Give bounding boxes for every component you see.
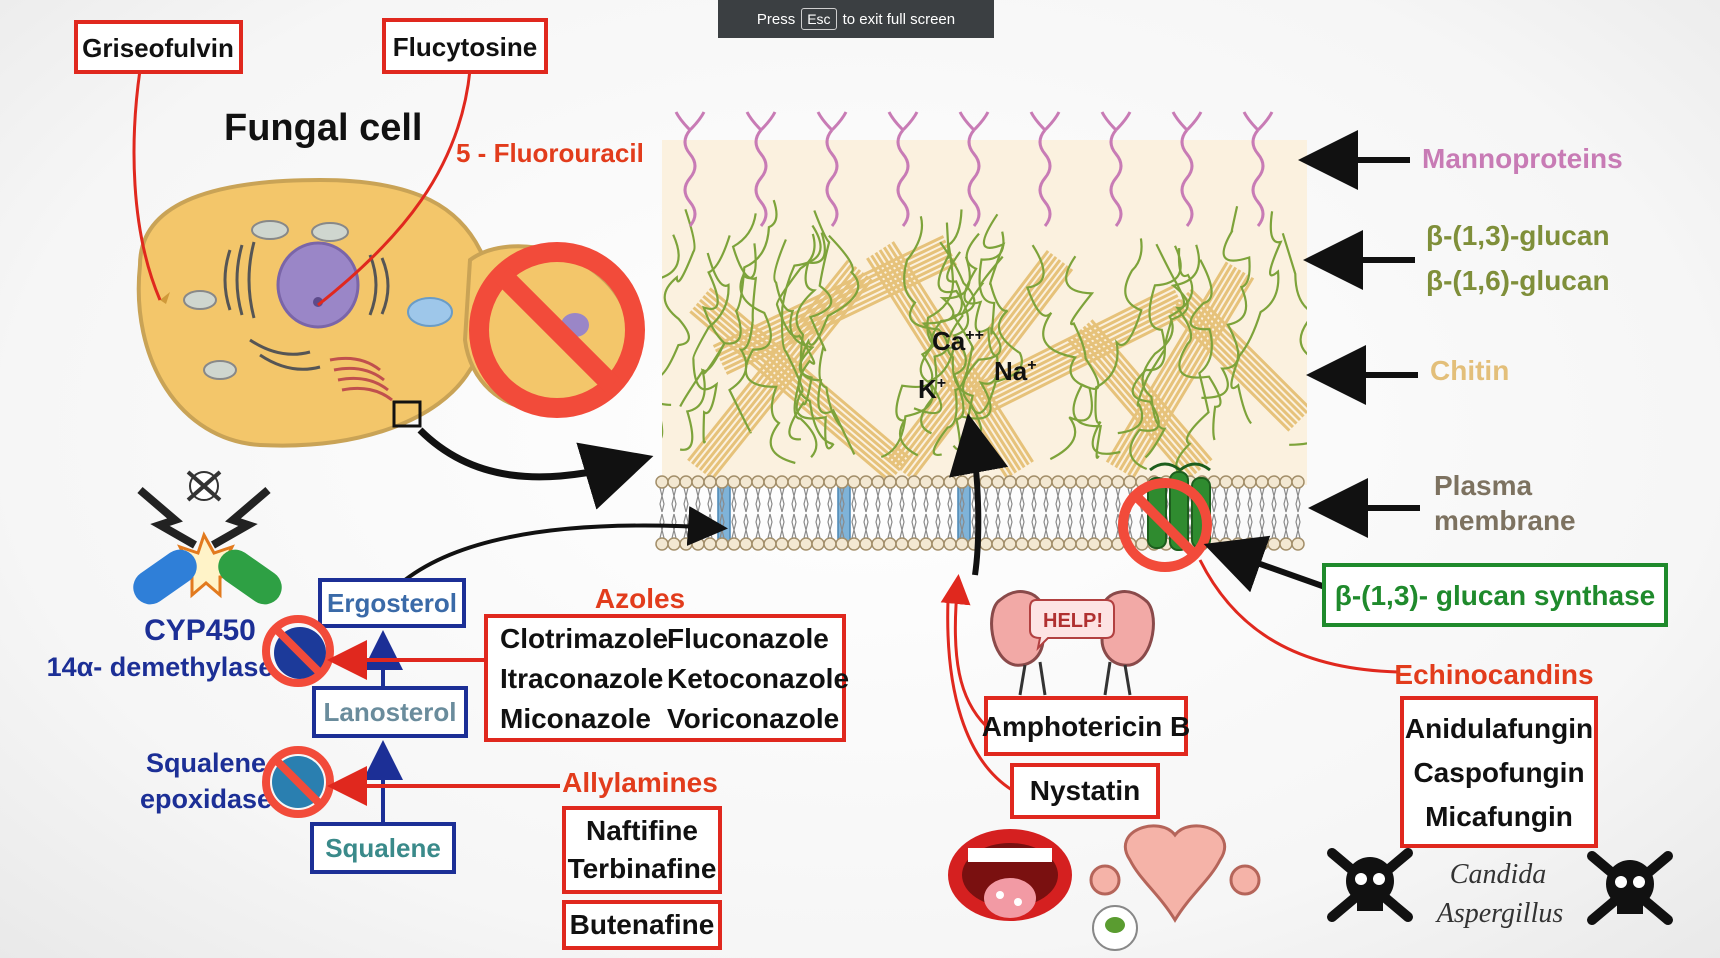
mannoproteins-label: Mannoproteins — [1422, 143, 1623, 174]
lanosterol-box — [312, 686, 468, 738]
fullscreen-exit-text: to exit full screen — [842, 10, 956, 28]
fullscreen-press-text: Press — [756, 10, 796, 28]
ergosterol-membrane-arrow — [403, 506, 728, 582]
nystatin-label: Nystatin — [1030, 775, 1140, 806]
butenafine-label: Butenafine — [570, 909, 715, 940]
cell-wall-panel — [655, 111, 1307, 551]
echinocandins-pointer — [1198, 559, 1401, 674]
squalene-epoxidase-label-2: epoxidase — [140, 784, 272, 814]
plasma-label-line1: Plasma — [1434, 470, 1532, 501]
ion-efflux-arrow — [949, 413, 1009, 576]
mitochondrion — [251, 220, 289, 240]
azole-drug: Clotrimazole — [500, 623, 668, 654]
squalene-box — [310, 822, 456, 874]
chitin-label: Chitin — [1430, 355, 1509, 386]
potassium-ion: K+ — [918, 374, 946, 404]
mitochondrion — [203, 360, 237, 380]
epoxidase-enzyme-blocked-icon — [262, 746, 334, 818]
golgi-apparatus — [329, 356, 393, 402]
allylamines-title: Allylamines — [562, 767, 718, 798]
fullscreen-banner: Press Esc to exit full screen — [718, 0, 994, 38]
echinocandins-box — [1400, 696, 1598, 848]
microtubule-star — [160, 292, 170, 304]
mitochondrion — [311, 222, 349, 242]
beta16-glucan-label: β-(1,6)-glucan — [1426, 265, 1610, 296]
azole-drug: Miconazole — [500, 703, 651, 734]
allylamine-drug: Terbinafine — [568, 853, 717, 884]
mannoproteins-layer — [674, 111, 1274, 227]
griseofulvin-label: Griseofulvin — [82, 33, 234, 63]
echinocandin-drug: Micafungin — [1425, 801, 1573, 832]
mitochondrion — [183, 290, 217, 310]
cyp450-enzyme-blocked-icon — [262, 615, 334, 687]
skull-icon — [1587, 851, 1673, 925]
lanosterol-label: Lanosterol — [324, 697, 457, 727]
azoles-title: Azoles — [595, 583, 685, 614]
echinocandin-drug: Caspofungin — [1413, 757, 1584, 788]
zoom-box — [392, 400, 422, 428]
azole-drug: Itraconazole — [500, 663, 663, 694]
allylamines-box — [562, 806, 722, 894]
griseofulvin-pointer — [132, 69, 162, 301]
ergosterol-label: Ergosterol — [327, 588, 457, 618]
help-text: HELP! — [1043, 610, 1103, 632]
toxic-pills-icon — [133, 470, 282, 605]
amphotericin-box — [984, 696, 1188, 756]
skull-icon — [1327, 848, 1413, 922]
uterus-illustration — [1089, 824, 1261, 951]
synthase-arrow — [1203, 535, 1330, 593]
no-budding-icon — [469, 242, 645, 418]
flucytosine-label: Flucytosine — [393, 32, 537, 62]
sodium-ion: Na+ — [994, 356, 1037, 386]
azole-drug: Fluconazole — [667, 623, 829, 654]
nystatin-box — [1010, 763, 1160, 819]
azoles-box — [484, 614, 846, 742]
plasma-label-line2: membrane — [1434, 505, 1576, 536]
demethylase-label: 14α- demethylase — [47, 652, 274, 682]
glucan-synthase-label: β-(1,3)- glucan synthase — [1335, 580, 1656, 611]
fungal-cell-title: Fungal cell — [224, 107, 422, 149]
squalene-label: Squalene — [325, 833, 441, 863]
cyp450-label: CYP450 — [144, 614, 256, 647]
griseofulvin-box — [74, 20, 243, 74]
ergosterol-box — [318, 578, 466, 628]
nystatin-pointer — [946, 599, 1013, 792]
no-synthase-icon — [1118, 478, 1212, 572]
amphotericin-pointer — [940, 574, 988, 728]
nucleus — [276, 241, 360, 329]
organism-candida: Candida — [1450, 859, 1546, 890]
vacuole — [407, 297, 453, 327]
esc-key: Esc — [801, 8, 837, 30]
fluorouracil-label: 5 - Fluorouracil — [456, 138, 644, 168]
endoplasmic-reticulum — [223, 241, 390, 371]
zoom-arrow — [417, 427, 654, 510]
mouth-thrush-illustration — [948, 829, 1072, 921]
amphotericin-label: Amphotericin B — [982, 711, 1190, 742]
allylamine-drug: Naftifine — [586, 815, 698, 846]
organism-aspergillus: Aspergillus — [1435, 898, 1564, 929]
azole-drug: Ketoconazole — [667, 663, 849, 694]
azole-drug: Voriconazole — [667, 703, 839, 734]
echinocandins-title: Echinocandins — [1394, 659, 1593, 690]
calcium-ion: Ca++ — [932, 326, 984, 356]
flucytosine-pointer — [317, 69, 472, 307]
help-speech-bubble: HELP! — [1029, 599, 1115, 652]
flucytosine-box — [382, 18, 548, 74]
glucan-strands — [662, 199, 1307, 481]
butenafine-box — [562, 900, 722, 950]
echinocandin-drug: Anidulafungin — [1405, 713, 1593, 744]
beta13-glucan-label: β-(1,3)-glucan — [1426, 220, 1610, 251]
glucan-synthase-box — [1322, 563, 1668, 627]
squalene-epoxidase-label-1: Squalene — [146, 748, 266, 778]
